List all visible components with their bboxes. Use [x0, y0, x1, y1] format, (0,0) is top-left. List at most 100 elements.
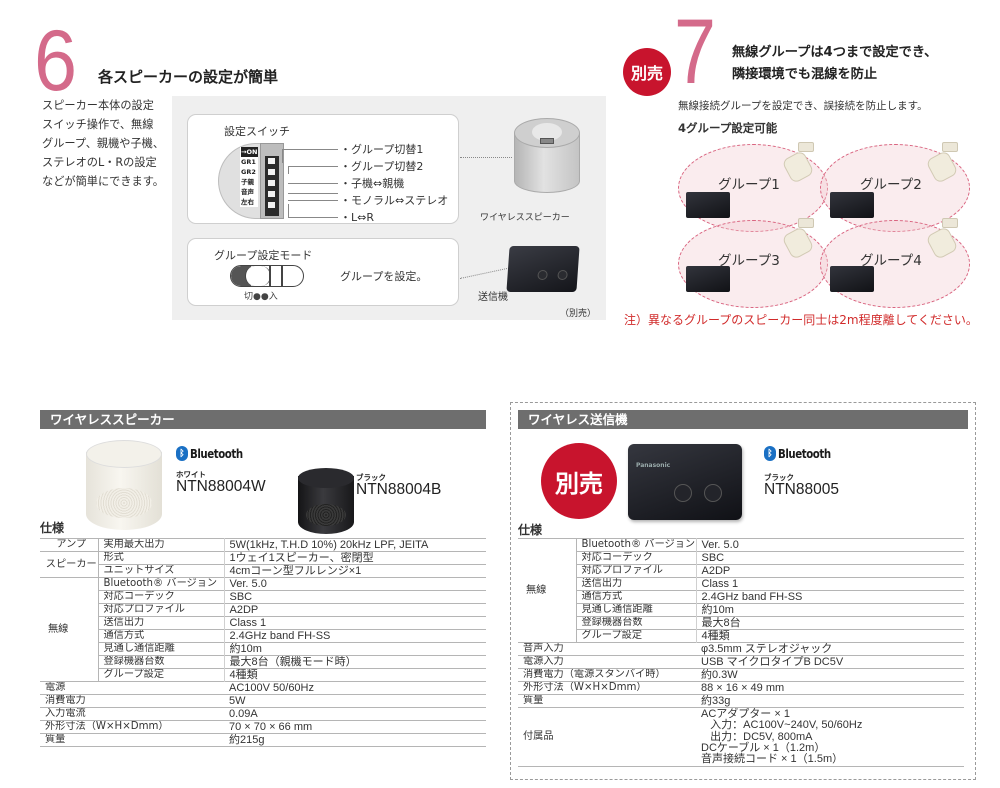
sold-separately-badge: 別売	[623, 48, 671, 96]
black-speaker-photo	[298, 468, 354, 534]
switch-label: 左右	[241, 198, 254, 206]
table-row: 対応コーデック SBC	[40, 590, 486, 604]
spec-category: 電源入力	[518, 655, 696, 669]
speaker-section-title: ワイヤレススピーカー	[40, 410, 486, 429]
speaker-spec-table: アンプ 実用最大出力 5W(1kHz, T.H.D 10%) 20kHz LPF…	[40, 538, 486, 747]
spec-item: 送信出力	[576, 577, 697, 591]
transmitter-button	[557, 270, 568, 280]
spec-value: 4種類	[696, 629, 964, 643]
group-mode-text: グループを設定。	[340, 270, 428, 283]
table-row: スピーカー 形式 1ウェイ1スピーカー、密閉型	[40, 551, 486, 578]
spec-item: 見通し通信距離	[576, 603, 697, 617]
spec-category: 音声入力	[518, 642, 696, 656]
feature-7-description: 無線接続グループを設定でき、誤接続を防止します。	[678, 100, 928, 112]
speaker-caption: ワイヤレススピーカー	[480, 213, 570, 223]
switch-key	[268, 158, 275, 164]
switch-key	[268, 180, 275, 186]
spec-value: 約215g	[224, 733, 486, 747]
switch-labels: →ON GR1 GR2 子親 音声 左右	[240, 147, 258, 207]
spec-value: AC100V 50/60Hz	[224, 681, 486, 695]
table-row: 登録機器台数 最大8台	[518, 616, 964, 630]
bluetooth-icon: ᛒ	[764, 446, 776, 461]
spec-category: 入力電流	[40, 707, 224, 721]
speaker-spec-title: 仕様	[40, 521, 65, 535]
desc-line: などが簡単にできます。	[42, 175, 164, 188]
switch-label: 子親	[241, 178, 254, 186]
spec-item: 対応プロファイル	[576, 564, 697, 578]
feature-6-description: スピーカー本体の設定 スイッチ操作で、無線 グループ、親機や子機、 ステレオのL…	[42, 96, 172, 191]
table-row: 対応プロファイル A2DP	[40, 603, 486, 617]
spec-item: 見通し通信距離	[98, 642, 225, 656]
switch-key	[268, 202, 275, 208]
spec-item: グループ設定	[576, 629, 697, 643]
spec-category: 消費電力（電源スタンバイ時）	[518, 668, 696, 682]
toggle-knob-ring	[245, 266, 271, 286]
switch-option: ・グループ切替2	[340, 160, 424, 173]
leader-line	[288, 193, 338, 201]
spec-item: 通信方式	[98, 629, 225, 643]
table-row: 送信出力 Class 1	[518, 577, 964, 591]
spec-value: Ver. 5.0	[224, 577, 486, 591]
transmitter-model-number: NTN88005	[764, 481, 839, 498]
switch-slot	[265, 156, 279, 216]
spec-category: 無線	[518, 538, 577, 643]
spec-item: Bluetooth® バージョン	[98, 577, 225, 591]
transmitter-section-title: ワイヤレス送信機	[518, 410, 968, 429]
speaker-switch-connector	[540, 138, 554, 144]
spec-value: Ver. 5.0	[696, 538, 964, 552]
group-4-label: グループ4	[860, 253, 922, 269]
spec-item: Bluetooth® バージョン	[576, 538, 697, 552]
spec-value: SBC	[696, 551, 964, 565]
spec-category: 無線	[40, 577, 99, 682]
group-mode-toggle-illustration	[230, 265, 304, 287]
table-row: グループ設定 4種類	[518, 629, 964, 643]
leader-line	[288, 183, 338, 184]
bluetooth-wordmark: Bluetooth	[778, 446, 831, 461]
feature-7-subheading: 4グループ設定可能	[678, 121, 778, 135]
spec-value: A2DP	[224, 603, 486, 617]
spec-item: 送信出力	[98, 616, 225, 630]
switch-label: GR2	[241, 168, 256, 176]
dip-switch-illustration: →ON GR1 GR2 子親 音声 左右	[218, 143, 298, 219]
separation-note: 注）異なるグループのスピーカー同士は2m程度離してください。	[624, 313, 978, 327]
white-color-label: ホワイト	[176, 470, 206, 479]
group-4-speaker	[925, 218, 962, 261]
bluetooth-wordmark: Bluetooth	[190, 446, 243, 461]
white-speaker-photo	[86, 440, 162, 530]
table-row: 質量 約33g	[518, 694, 964, 708]
table-row: 消費電力 5W	[40, 694, 486, 708]
spec-value: 70 × 70 × 66 mm	[224, 720, 486, 734]
group-diagram: グループ1 グループ2 グループ3 グループ4	[674, 140, 974, 308]
spec-category: アンプ	[40, 538, 99, 552]
black-model-number: NTN88004B	[356, 481, 442, 498]
switch-label: 音声	[241, 188, 254, 196]
black-color-label: ブラック	[356, 473, 386, 482]
table-row: 質量 約215g	[40, 733, 486, 747]
switch-option: ・子機⇔親機	[340, 177, 405, 190]
spec-value: 約0.3W	[696, 668, 964, 682]
table-row: アンプ 実用最大出力 5W(1kHz, T.H.D 10%) 20kHz LPF…	[40, 538, 486, 552]
spec-value: 最大8台（親機モード時）	[224, 655, 486, 669]
feature-6-heading: 各スピーカーの設定が簡単	[98, 68, 279, 86]
transmitter-photo: Panasonic	[628, 444, 742, 520]
group-mode-title: グループ設定モード	[214, 249, 313, 262]
leader-line	[288, 204, 338, 218]
feature-7-heading: 無線グループは4つまで設定でき、 隣接環境でも混線を防止	[732, 42, 937, 86]
spec-item: ユニットサイズ	[98, 564, 225, 578]
bluetooth-logo: ᛒ Bluetooth	[176, 446, 252, 461]
spec-value: 2.4GHz band FH-SS	[696, 590, 964, 604]
spec-value: 5W	[224, 694, 486, 708]
spec-item: 登録機器台数	[98, 655, 225, 669]
group-1-speaker	[781, 142, 818, 185]
spec-item: 形式	[98, 551, 225, 565]
spec-value: USB マイクロタイプB DC5V	[696, 655, 964, 669]
setting-switch-card: 設定スイッチ →ON GR1 GR2 子親 音声 左右	[187, 114, 459, 224]
speaker-grill	[96, 488, 152, 518]
switch-label: →ON	[241, 147, 258, 157]
table-row: 通信方式 2.4GHz band FH-SS	[518, 590, 964, 604]
feature-7-number: 7	[674, 1, 716, 103]
bluetooth-icon: ᛒ	[176, 446, 188, 461]
switch-key	[268, 169, 275, 175]
toggle-divider	[269, 266, 271, 286]
group-setting-mode-card: グループ設定モード 切●●入 グループを設定。	[187, 238, 459, 306]
